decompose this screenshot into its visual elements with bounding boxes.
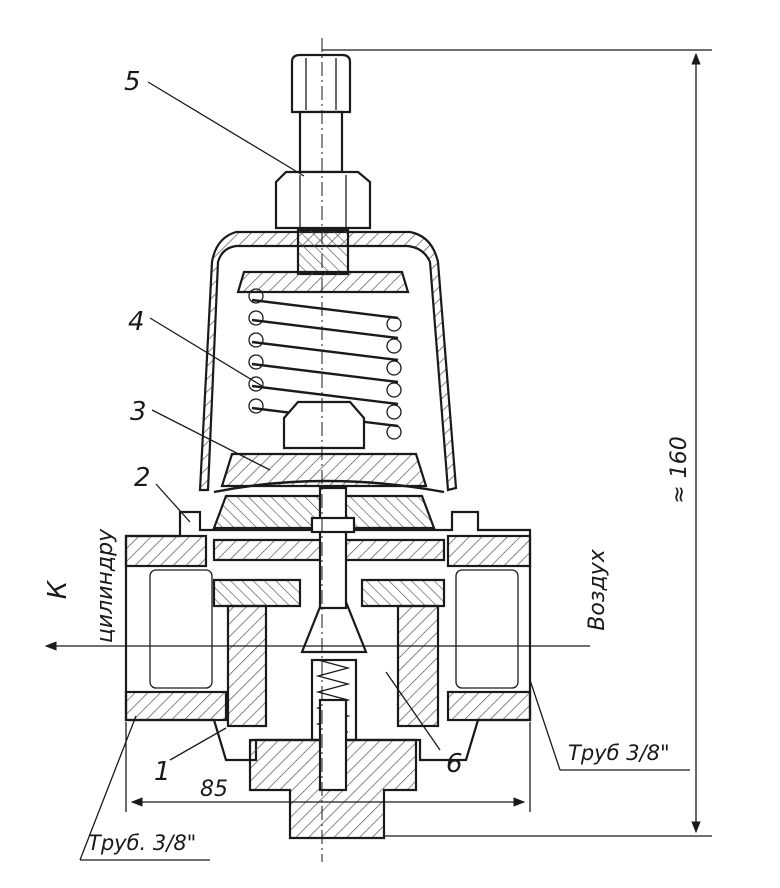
- callout-3: 3: [130, 397, 271, 471]
- part-2-label: 2: [134, 463, 151, 493]
- callout-2: 2: [134, 463, 191, 523]
- lock-nut: [274, 170, 372, 230]
- bottom-plug: [248, 698, 418, 840]
- spring-seat-upper: [236, 270, 410, 294]
- height-dimension-label: ≈ 160: [667, 436, 692, 503]
- valve-cone: [300, 486, 368, 742]
- callout-4: 4: [128, 307, 263, 387]
- part-3-label: 3: [130, 397, 147, 427]
- width-dimension-label: 85: [200, 777, 228, 802]
- pipe-right: Труб 3/8": [529, 679, 690, 771]
- part-5-label: 5: [124, 67, 141, 97]
- pipe-left: Труб. 3/8": [79, 715, 210, 861]
- adjusting-screw: [290, 53, 352, 174]
- spring: [248, 288, 402, 440]
- callout-6: 6: [385, 671, 463, 779]
- part-4-label: 4: [128, 307, 145, 337]
- pipe-left-label: Труб. 3/8": [88, 831, 196, 855]
- pipe-right-label: Труб 3/8": [568, 741, 670, 765]
- dimension-width: 85: [125, 722, 531, 812]
- part-6-label: 6: [446, 749, 463, 779]
- spring-seat-lower: [220, 400, 428, 488]
- bonnet: [198, 228, 458, 492]
- part-1-label: 1: [154, 757, 171, 787]
- callout-5: 5: [124, 67, 305, 177]
- air-label: Воздух: [585, 548, 610, 630]
- to-cylinder-k-label: К: [43, 579, 73, 599]
- to-cylinder-word-label: цилиндру: [93, 528, 118, 643]
- callout-1: 1: [154, 727, 227, 787]
- dimension-height: ≈ 160: [322, 49, 712, 837]
